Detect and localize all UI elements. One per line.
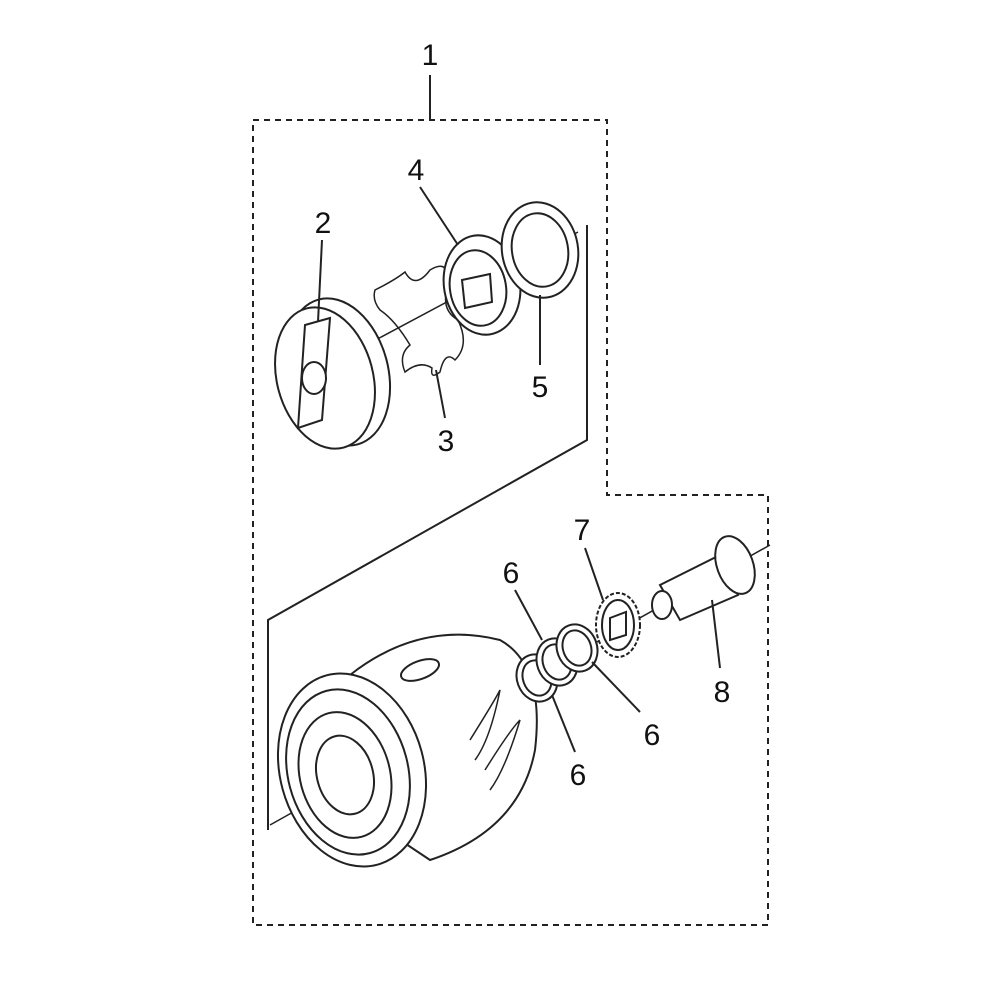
leader-6a [514,589,543,641]
spool[interactable] [257,633,538,884]
leader-8 [711,599,721,669]
leader-3 [435,369,446,419]
part-8-spool-shaft[interactable] [651,531,762,622]
part-2-drag-knob[interactable] [260,287,406,460]
callout-6b: 6 [644,719,661,752]
subassembly-frame [267,225,588,830]
callout-7: 7 [574,514,591,547]
part-3-spring-clip[interactable] [373,265,464,376]
callout-5: 5 [532,371,549,404]
assembly-boundary [252,119,769,926]
callout-2: 2 [315,207,332,240]
leader-2 [317,239,323,323]
leader-7 [584,547,604,601]
callout-3: 3 [438,425,455,458]
leader-4 [419,186,459,246]
part-4-drag-washer[interactable] [436,229,528,341]
part-5-washer[interactable] [494,196,586,304]
part-6-shim-washers[interactable] [510,619,604,708]
part-7-ratchet-gear[interactable] [595,592,641,658]
callout-4: 4 [408,154,425,187]
callout-6c: 6 [570,759,587,792]
callout-1: 1 [422,39,439,72]
leader-6c [551,694,576,753]
callout-6a: 6 [503,557,520,590]
leader-6b [591,661,641,713]
callout-8: 8 [714,676,731,709]
